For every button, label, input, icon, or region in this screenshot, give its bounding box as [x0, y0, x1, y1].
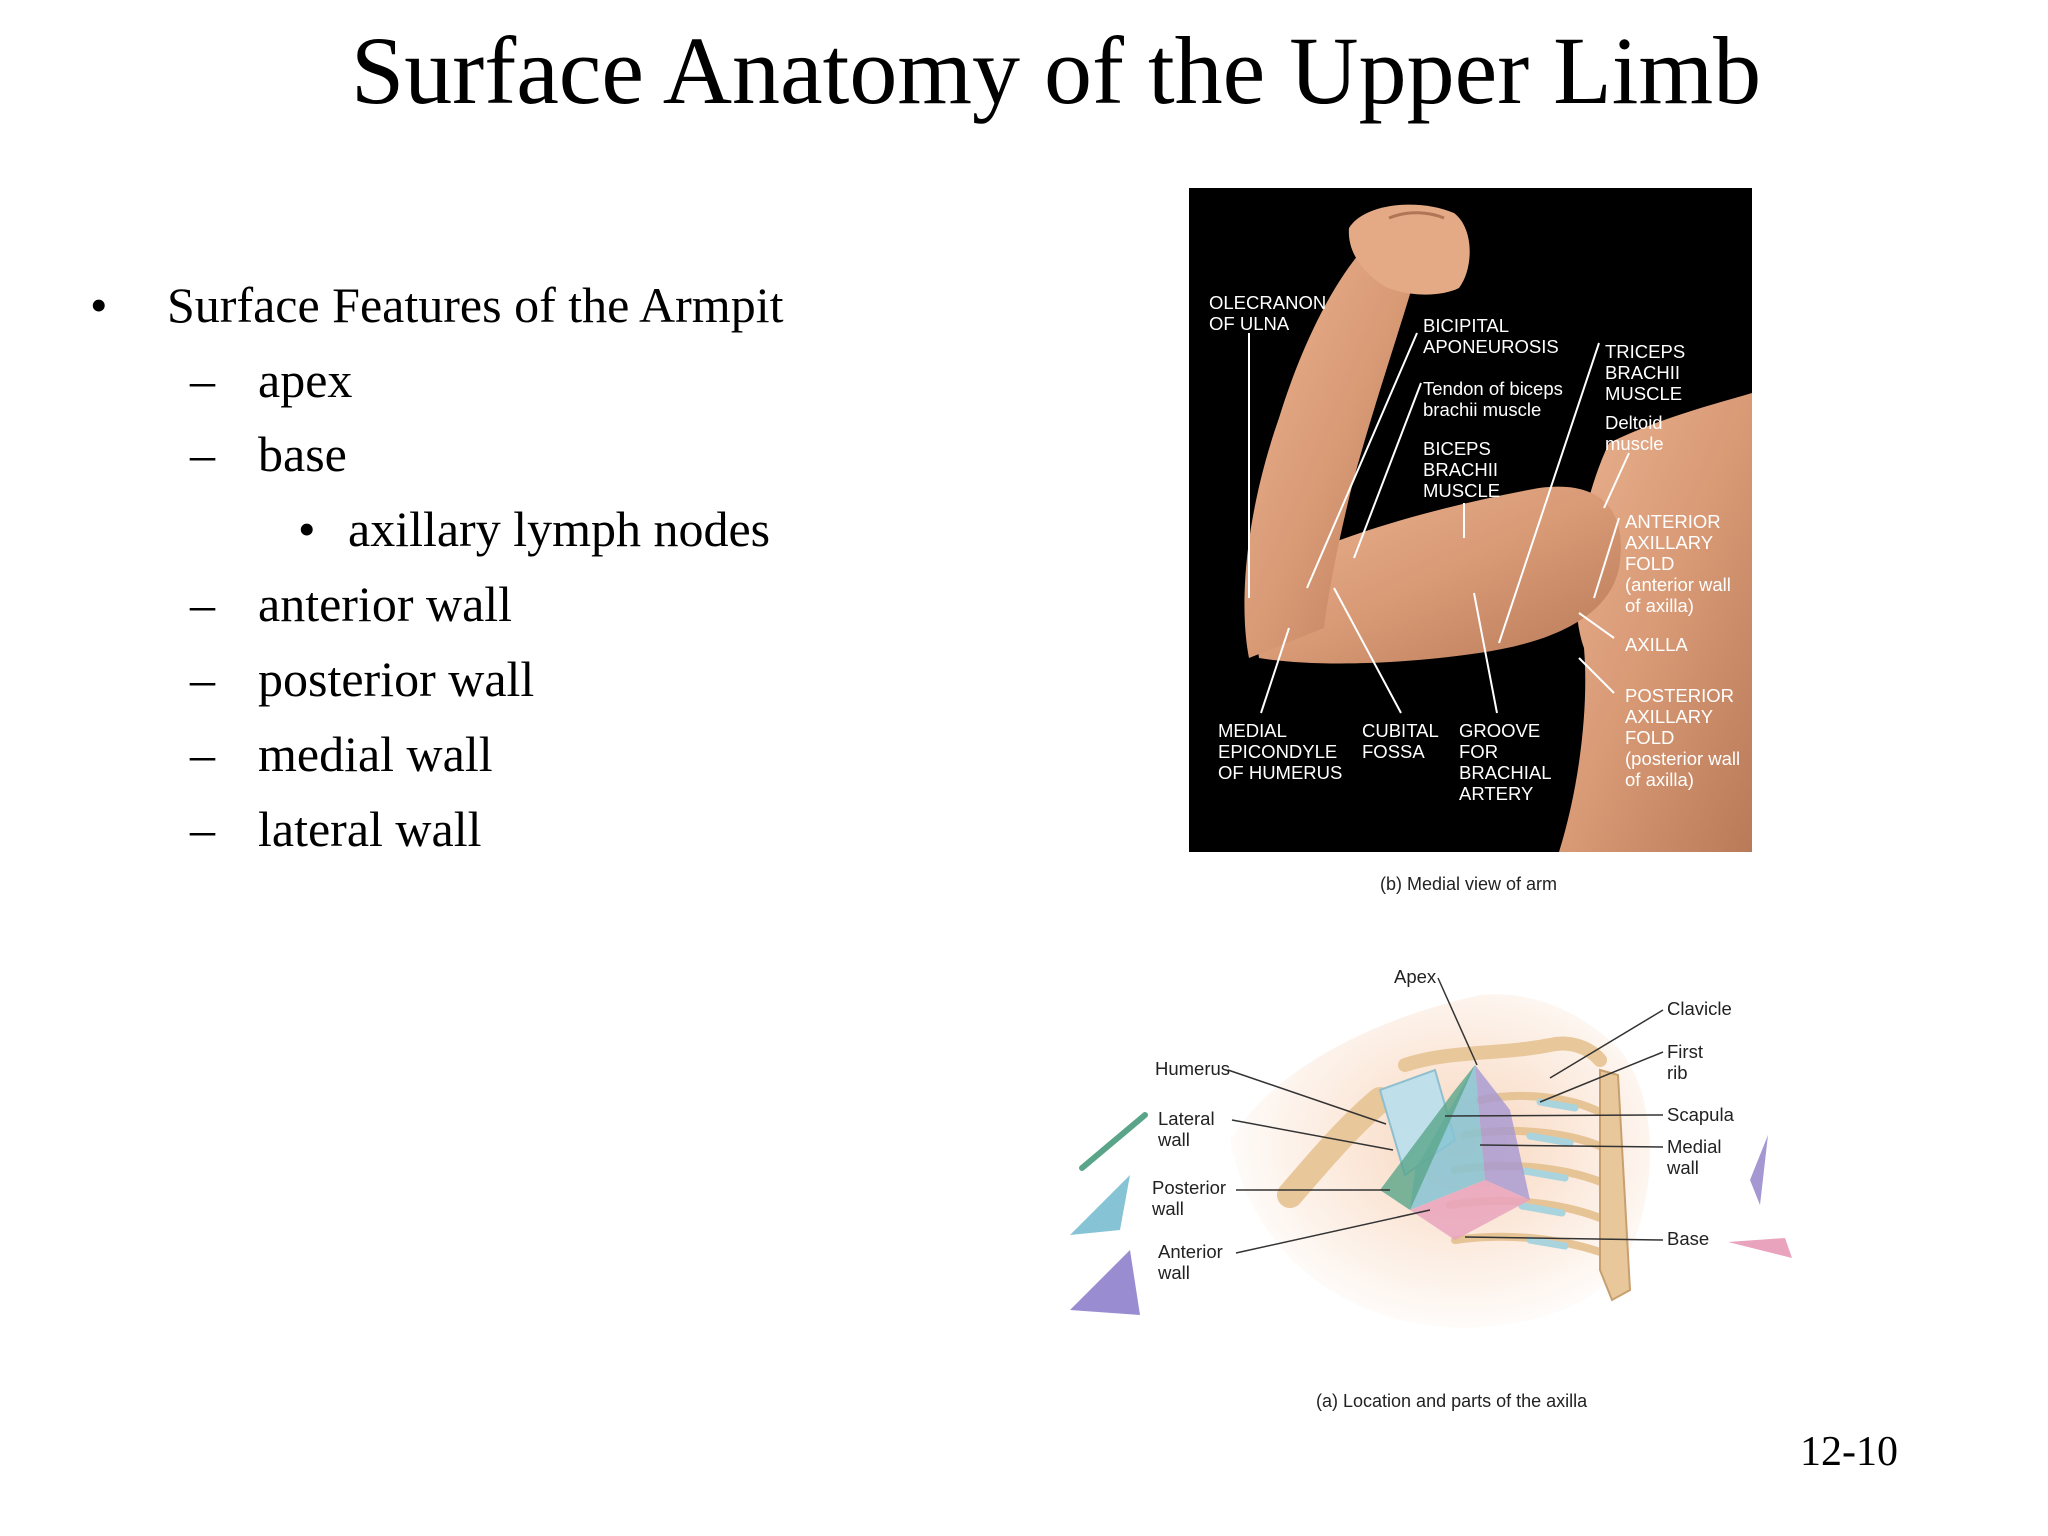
bullet-marker: •: [90, 277, 108, 333]
label-base: Base: [1667, 1228, 1710, 1249]
bullet-text: axillary lymph nodes: [348, 501, 771, 557]
arm-photo-figure: OLECRANON OF ULNA BICIPITAL APONEUROSIS …: [1189, 188, 1752, 852]
label-tendon-of-biceps: Tendon of biceps brachii muscle: [1423, 378, 1563, 420]
base-swatch: [1728, 1238, 1792, 1258]
label-lateral-wall: Lateral wall: [1158, 1108, 1215, 1150]
bullet-marker: •: [298, 501, 316, 557]
label-posterior-wall: Posterior wall: [1152, 1177, 1227, 1219]
label-anterior-wall-note: (anterior wall of axilla): [1625, 574, 1731, 616]
slide-title: Surface Anatomy of the Upper Limb: [350, 17, 1762, 124]
bullet-marker: –: [190, 651, 215, 707]
axilla-illustration: [1070, 977, 1792, 1328]
caption-location-axilla: (a) Location and parts of the axilla: [1316, 1391, 1588, 1411]
anterior-wall-swatch: [1070, 1250, 1140, 1315]
label-apex: Apex: [1394, 966, 1437, 987]
label-medial-epicondyle: MEDIAL EPICONDYLE OF HUMERUS: [1218, 720, 1343, 783]
label-anterior-wall: Anterior wall: [1158, 1241, 1223, 1283]
bullet-marker: –: [190, 352, 215, 408]
lateral-wall-swatch: [1079, 1112, 1148, 1171]
bullet-text: base: [258, 426, 347, 482]
caption-medial-view: (b) Medial view of arm: [1380, 874, 1558, 894]
label-humerus: Humerus: [1155, 1058, 1231, 1079]
label-biceps-brachii: BICEPS BRACHII MUSCLE: [1423, 438, 1501, 501]
bullet-text: Surface Features of the Armpit: [167, 277, 784, 333]
label-first-rib: First rib: [1667, 1041, 1703, 1083]
bullet-text: lateral wall: [258, 801, 482, 857]
label-cubital-fossa: CUBITAL FOSSA: [1362, 720, 1439, 762]
bullet-marker: –: [190, 576, 215, 632]
label-scapula: Scapula: [1667, 1104, 1734, 1125]
label-triceps-brachii: TRICEPS BRACHII MUSCLE: [1605, 341, 1686, 404]
axilla-diagram: Apex Clavicle First rib Humerus Lateral …: [1060, 940, 1800, 1370]
label-posterior-wall-note: (posterior wall of axilla): [1625, 748, 1741, 790]
medial-wall-swatch: [1750, 1135, 1768, 1205]
page-number: 12-10: [1800, 1429, 1898, 1475]
label-posterior-axillary-fold: POSTERIOR AXILLARY FOLD: [1625, 685, 1734, 748]
label-medial-wall: Medial wall: [1667, 1136, 1722, 1178]
bullet-text: apex: [258, 352, 353, 408]
label-groove-brachial-artery: GROOVE FOR BRACHIAL ARTERY: [1459, 720, 1552, 804]
label-bicipital-aponeurosis: BICIPITAL APONEUROSIS: [1423, 315, 1559, 357]
bullet-marker: –: [190, 426, 215, 482]
bullet-text: anterior wall: [258, 576, 513, 632]
posterior-wall-swatch: [1070, 1175, 1130, 1235]
label-axilla: AXILLA: [1625, 634, 1688, 655]
bullet-marker: –: [190, 801, 215, 857]
bullet-text: medial wall: [258, 726, 493, 782]
label-clavicle: Clavicle: [1667, 998, 1732, 1019]
bullet-marker: –: [190, 726, 215, 782]
label-deltoid: Deltoid muscle: [1605, 412, 1664, 454]
label-olecranon: OLECRANON OF ULNA: [1209, 292, 1327, 334]
label-anterior-axillary-fold: ANTERIOR AXILLARY FOLD: [1625, 511, 1721, 574]
bullet-text: posterior wall: [258, 651, 535, 707]
arm-illustration: [1244, 204, 1752, 852]
